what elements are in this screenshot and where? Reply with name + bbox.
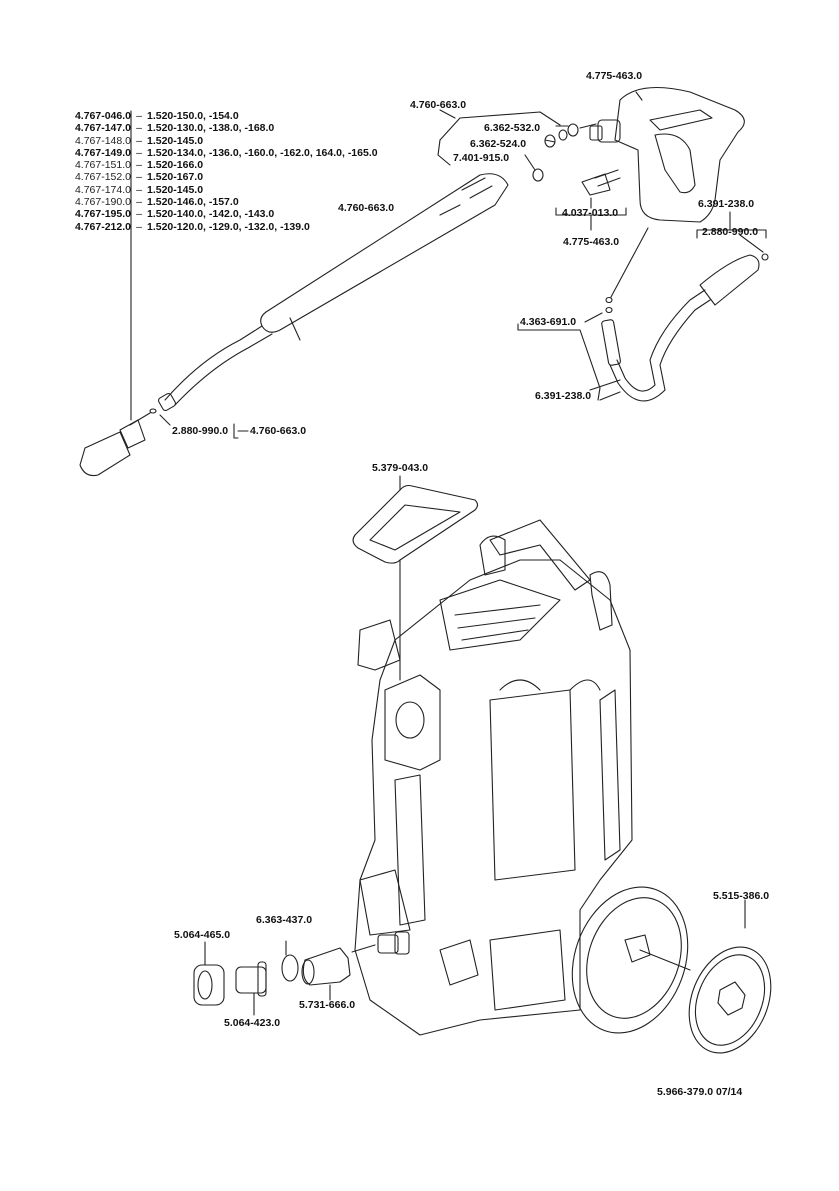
callout-seal-a: 6.362-532.0 xyxy=(484,122,541,134)
nozzle-variants: 1.520-150.0, -154.0 xyxy=(147,110,239,122)
nozzle-part-number: 4.767-147.0 xyxy=(74,122,131,135)
nozzle-part-number: 4.767-148.0 xyxy=(74,134,131,147)
nozzle-variants: 1.520-166.0 xyxy=(147,159,204,172)
nozzle-variants: 1.520-120.0, -129.0, -132.0, -139.0 xyxy=(147,220,310,233)
nozzle-part-number: 4.767-174.0 xyxy=(74,183,131,196)
nozzle-row: 4.767-046.0 – 1.520-150.0, -154.0 xyxy=(69,110,378,122)
callout-oring-lance: 7.401-915.0 xyxy=(453,152,510,164)
nozzle-row: 4.767-148.0 – 1.520-145.0 xyxy=(69,135,378,147)
callout-adapter: 5.064-423.0 xyxy=(224,1017,281,1029)
nozzle-variants: 1.520-134.0, -136.0, -160.0, -162.0, 164… xyxy=(147,146,378,159)
nozzle-part-number: 4.767-151.0 xyxy=(74,159,131,172)
inlet-parts-drawing xyxy=(193,940,376,1016)
nozzle-variants: 1.520-145.0 xyxy=(147,134,204,147)
callout-filter-cover: 5.379-043.0 xyxy=(372,462,429,474)
callout-seal-b: 6.362-524.0 xyxy=(470,138,527,150)
callout-wheel-cap: 5.515-386.0 xyxy=(713,890,770,902)
wheel-drawing xyxy=(571,886,691,1034)
nozzle-row: 4.767-195.0 – 1.520-140.0, -142.0, -143.… xyxy=(69,208,378,220)
callout-lance: 4.760-663.0 xyxy=(338,202,395,214)
spray-gun-drawing xyxy=(589,87,745,223)
callout-oring-inlet: 6.363-437.0 xyxy=(256,914,313,926)
callout-hose-fitting: 4.363-691.0 xyxy=(520,316,577,328)
nozzle-row: 4.767-212.0 – 1.520-120.0, -129.0, -132.… xyxy=(69,221,378,233)
clip-drawing xyxy=(555,169,627,231)
nozzle-part-number: 4.767-152.0 xyxy=(74,171,131,184)
nozzle-variants: 1.520-167.0 xyxy=(147,171,204,184)
seals-drawing xyxy=(524,123,597,182)
nozzle-row: 4.767-149.0 – 1.520-134.0, -136.0, -160.… xyxy=(69,147,378,159)
nozzle-variants: 1.520-146.0, -157.0 xyxy=(147,196,239,209)
callout-gun: 4.775-463.0 xyxy=(586,70,643,82)
callout-hose-oring: 2.880-990.0 xyxy=(702,226,759,238)
callout-clip-parent: 4.775-463.0 xyxy=(563,236,620,248)
pressure-washer-body-drawing xyxy=(354,519,633,1036)
document-number-footer: 5.966-379.0 07/14 xyxy=(657,1086,743,1098)
filter-cover-drawing xyxy=(352,475,479,681)
callout-nozzle-oring-parent: 4.760-663.0 xyxy=(250,425,307,437)
nozzle-part-table: 4.767-046.0 – 1.520-150.0, -154.0 4.767-… xyxy=(69,110,378,233)
callout-lance-group: 4.760-663.0 xyxy=(410,99,467,111)
lance-drawing xyxy=(157,173,509,412)
nozzle-row: 4.767-151.0 – 1.520-166.0 xyxy=(69,159,378,171)
nozzle-row: 4.767-147.0 – 1.520-130.0, -138.0, -168.… xyxy=(69,122,378,134)
callout-inlet-filter: 5.731-666.0 xyxy=(299,999,356,1011)
nozzle-part-number: 4.767-190.0 xyxy=(74,196,131,209)
callout-union-nut: 5.064-465.0 xyxy=(174,929,231,941)
hose-drawing xyxy=(517,211,769,402)
nozzle-row: 4.767-190.0 – 1.520-146.0, -157.0 xyxy=(69,196,378,208)
lance-group-bracket xyxy=(437,109,561,166)
nozzle-row: 4.767-174.0 – 1.520-145.0 xyxy=(69,184,378,196)
nozzle-part-number: 4.767-149.0 xyxy=(74,146,131,159)
nozzle-part-number: 4.767-195.0 xyxy=(74,208,131,221)
callout-nozzle-oring: 2.880-990.0 xyxy=(172,425,229,437)
callout-hose-group: 6.391-238.0 xyxy=(698,198,755,210)
nozzle-drawing xyxy=(79,408,249,477)
nozzle-row: 4.767-152.0 – 1.520-167.0 xyxy=(69,171,378,183)
nozzle-part-number: 4.767-212.0 xyxy=(74,220,131,233)
nozzle-variants: 1.520-140.0, -142.0, -143.0 xyxy=(147,208,275,221)
nozzle-part-number: 4.767-046.0 xyxy=(74,110,131,122)
wheel-cap-drawing xyxy=(688,899,772,1054)
callout-clip: 4.037-013.0 xyxy=(562,207,619,219)
callout-hose: 6.391-238.0 xyxy=(535,390,592,402)
nozzle-variants: 1.520-145.0 xyxy=(147,183,204,196)
nozzle-variants: 1.520-130.0, -138.0, -168.0 xyxy=(147,122,275,135)
